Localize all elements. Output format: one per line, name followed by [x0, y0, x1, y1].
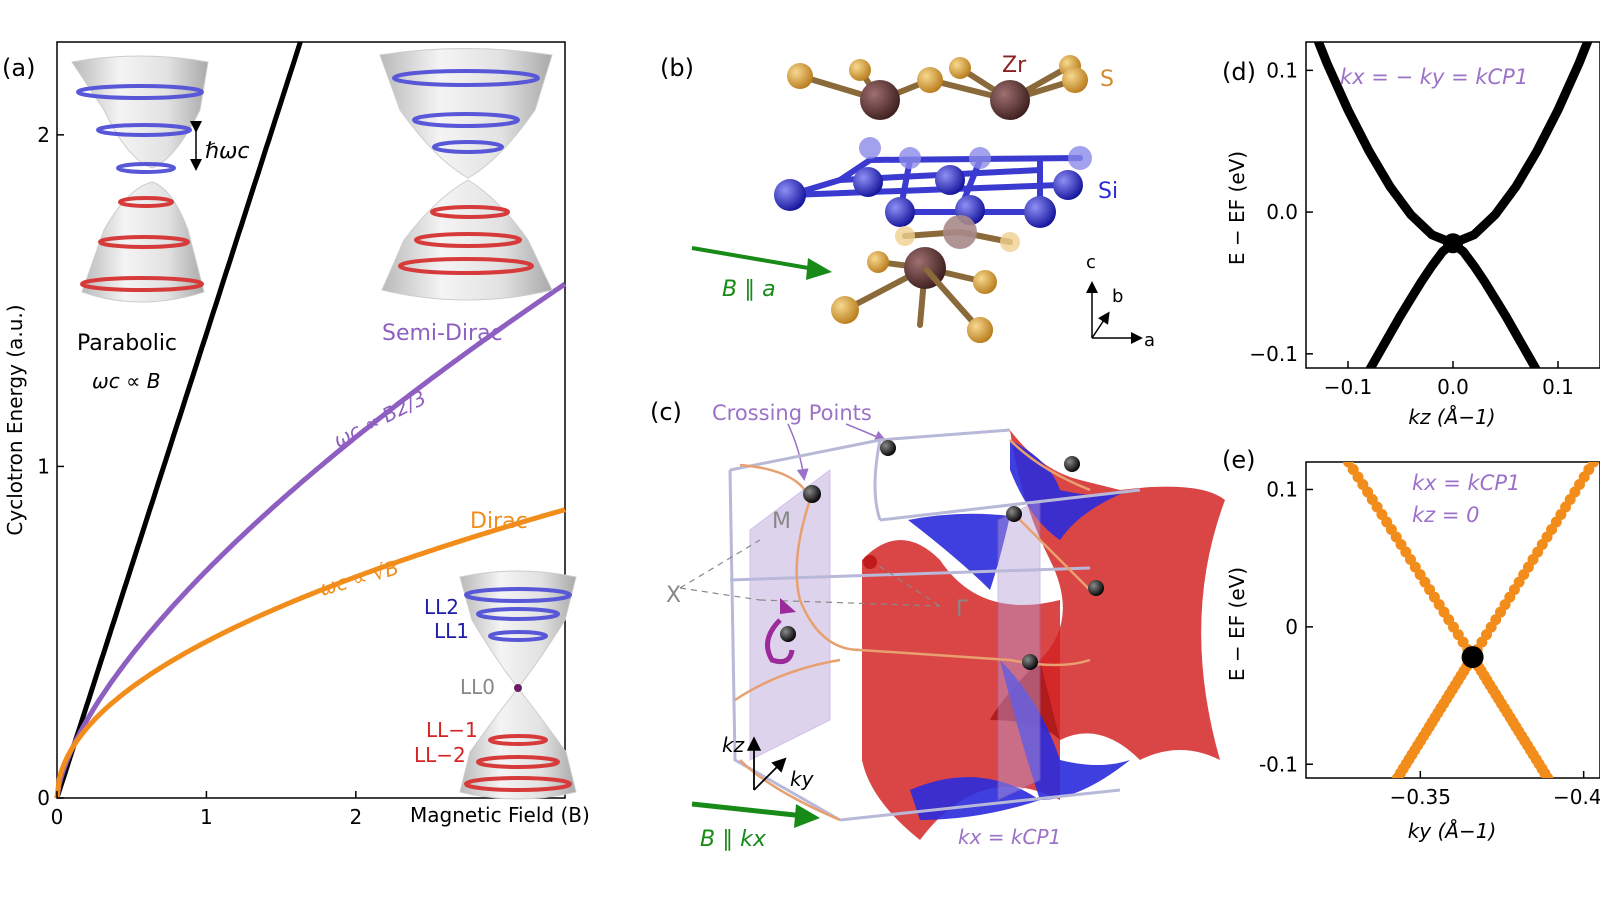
- x-tick-label-d: 0.1: [1542, 375, 1574, 399]
- panel-label-c: (c): [650, 398, 682, 426]
- crossing-point-d: [1443, 233, 1463, 254]
- ticks-a: 0 1 2 0 1 2: [37, 123, 362, 829]
- ll2-label: LL2: [424, 595, 459, 619]
- panel-a-chart: 0 1 2 0 1 2 Magnetic Field (B) Cyclotron Ener…: [3, 41, 590, 829]
- field-label-b: B ∥ a: [722, 277, 776, 302]
- ticks-d: −0.1 0.0 0.1 −0.1 0.0 0.1: [1249, 58, 1573, 399]
- atom-label-si: Si: [1098, 179, 1118, 204]
- crossing-points-label: Crossing Points: [712, 401, 872, 425]
- y-tick-label-a: 2: [37, 123, 50, 147]
- bands-d: [1313, 42, 1593, 368]
- semidirac-label: Semi-Dirac: [382, 321, 503, 346]
- point-label-gamma: Γ: [956, 597, 969, 622]
- y-axis-label-d: E − EF (eV): [1225, 151, 1249, 265]
- panel-label-e: (e): [1222, 446, 1256, 474]
- atom-label-s: S: [1100, 67, 1114, 92]
- curve-parabolic: [54, 41, 303, 799]
- x-tick-label-e: −0.35: [1390, 785, 1451, 809]
- y-tick-label-a: 1: [37, 454, 50, 478]
- y-tick-label-d: 0.0: [1266, 200, 1298, 224]
- axis-label-b: b: [1112, 286, 1123, 307]
- point-label-x: X: [666, 583, 681, 608]
- annotation-d: kx = − ky = kCP1: [1340, 65, 1528, 89]
- field-arrow-c: [691, 801, 820, 828]
- dirac-label: Dirac: [470, 509, 528, 534]
- axis-label-a: a: [1144, 330, 1155, 351]
- annotation-e-1: kx = kCP1: [1412, 471, 1520, 495]
- curve-semidirac: [54, 281, 567, 799]
- y-tick-label-e: -0.1: [1259, 752, 1298, 776]
- y-tick-label-a: 0: [37, 786, 50, 810]
- kz-label-c: kz: [722, 733, 745, 757]
- y-tick-label-d: −0.1: [1249, 342, 1298, 366]
- x-axis-label-a: Magnetic Field (B): [410, 803, 590, 827]
- llm1-label: LL−1: [426, 718, 478, 742]
- x-axis-label-d: kz (Å−1): [1408, 405, 1495, 429]
- semidirac-law: ωc ∝ B2/3: [329, 385, 430, 452]
- ll1-label: LL1: [434, 619, 469, 643]
- x-tick-label-d: 0.0: [1437, 375, 1469, 399]
- panel-e-chart: −0.35 −0.40 -0.1 0 0.1 ky (Å−1) E − EF (eV): [1225, 461, 1600, 843]
- k-axes-c: [746, 736, 787, 791]
- dirac-cone-illustration: [459, 570, 577, 800]
- parabolic-label: Parabolic: [77, 331, 177, 356]
- panel-d-chart: −0.1 0.0 0.1 −0.1 0.0 0.1 kz (Å−1) E − EF (eV…: [1225, 41, 1600, 429]
- panel-label-a: (a): [2, 54, 35, 82]
- parabolic-cone-illustration: ℏωc Parabolic ωc ∝ B: [71, 55, 249, 393]
- atom-label-zr: Zr: [1002, 53, 1027, 78]
- ticks-e: −0.35 −0.40 -0.1 0 0.1: [1259, 477, 1600, 809]
- curves-a: [54, 41, 567, 799]
- ll0-label: LL0: [460, 675, 495, 699]
- y-tick-label-e: 0: [1285, 615, 1298, 639]
- curve-dirac: [54, 507, 566, 799]
- field-label-c: B ∥ kx: [700, 827, 767, 852]
- axis-label-c: c: [1086, 252, 1096, 273]
- plot-frame-a: [56, 41, 566, 799]
- bands-e: [1343, 462, 1599, 778]
- field-arrow-b: [691, 246, 832, 280]
- band-point-e: [1588, 462, 1599, 468]
- y-tick-label-d: 0.1: [1266, 58, 1298, 82]
- band-d-0: [1313, 42, 1593, 248]
- plot-frame-d: [1305, 41, 1600, 369]
- x-tick-label-d: −0.1: [1324, 375, 1373, 399]
- llm2-label: LL−2: [414, 743, 466, 767]
- dirac-law: ωc ∝ √B: [317, 555, 402, 600]
- panel-label-d: (d): [1222, 58, 1256, 86]
- brillouin-zone: [679, 428, 1225, 840]
- y-tick-label-e: 0.1: [1266, 477, 1298, 501]
- x-tick-label-a: 1: [200, 805, 213, 829]
- x-axis-label-e: ky (Å−1): [1408, 819, 1497, 843]
- axis-triad-b: [1086, 281, 1143, 344]
- plot-frame-e: [1305, 461, 1600, 779]
- band-point-e: [1542, 772, 1554, 778]
- point-label-m: M: [772, 509, 791, 534]
- x-tick-label-a: 0: [51, 805, 64, 829]
- ky-label-c: ky: [790, 767, 815, 791]
- x-tick-label-a: 2: [349, 805, 362, 829]
- x-tick-label-e: −0.40: [1553, 785, 1600, 809]
- panel-label-b: (b): [660, 54, 694, 82]
- annotation-e-2: kz = 0: [1412, 503, 1480, 527]
- y-axis-label-a: Cyclotron Energy (a.u.): [3, 304, 27, 535]
- plane-label-c: kx = kCP1: [958, 825, 1061, 849]
- band-d-1: [1365, 238, 1541, 368]
- crossing-point-e: [1461, 646, 1484, 669]
- crystal-structure: [774, 55, 1092, 343]
- parabolic-law: ωc ∝ B: [92, 369, 160, 393]
- y-axis-label-e: E − EF (eV): [1225, 567, 1249, 681]
- semidirac-cone-illustration: [379, 48, 553, 301]
- gap-label: ℏωc: [205, 139, 249, 164]
